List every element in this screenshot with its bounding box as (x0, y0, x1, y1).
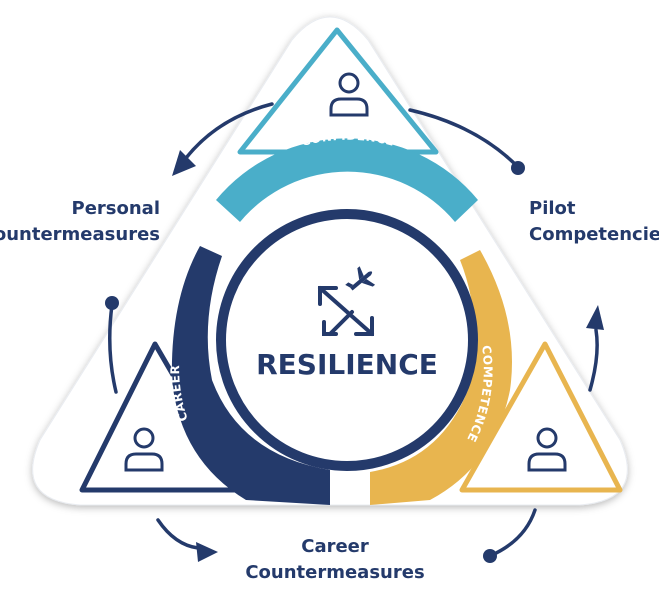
cycle-arrow-bottom-right (490, 508, 537, 557)
cycle-dots (105, 161, 525, 563)
cycle-arrow-top-left (184, 102, 274, 160)
person-icon (124, 427, 164, 472)
cycle-arrow-right (588, 328, 599, 392)
personal-countermeasures-label: Personal Countermeasures (0, 196, 160, 248)
person-icon (527, 427, 567, 472)
cycle-arrow-left (108, 303, 118, 394)
competence-band (370, 250, 512, 505)
dot-icon (511, 161, 525, 175)
career-countermeasures-label: Career Countermeasures (180, 534, 490, 586)
arrow-head-icon (586, 305, 604, 330)
personal-countermeasures-line-1: Personal (71, 198, 161, 219)
confidence-band (216, 138, 478, 222)
dot-icon (483, 549, 497, 563)
confidence-label: CONFIDENCE (300, 129, 396, 149)
career-countermeasures-line-1: Career (301, 536, 369, 557)
arrow-head-icon (172, 150, 196, 176)
aircraft-arrows-icon (318, 286, 374, 336)
cycle-arrowheads (172, 150, 604, 562)
cycle-arrow-top-right (408, 108, 518, 167)
personal-countermeasures-line-2: Countermeasures (0, 224, 160, 245)
plane-icon (345, 266, 376, 291)
arrow-head-icon (196, 542, 218, 562)
dot-icon (105, 296, 119, 310)
right-triangle-node (459, 341, 623, 493)
pilot-competencies-line-1: Pilot (529, 198, 576, 219)
cycle-arrows (108, 102, 599, 557)
center-disc (216, 209, 478, 471)
career-countermeasures-line-2: Countermeasures (245, 562, 425, 583)
career-band (171, 246, 330, 505)
pilot-competencies-line-2: Competencies (529, 224, 659, 245)
right-triangle (459, 341, 623, 493)
center-title: RESILIENCE (256, 348, 438, 381)
cycle-arrow-bottom-left (156, 518, 200, 550)
pilot-competencies-label: Pilot Competencies (529, 196, 659, 248)
person-icon (329, 72, 369, 117)
